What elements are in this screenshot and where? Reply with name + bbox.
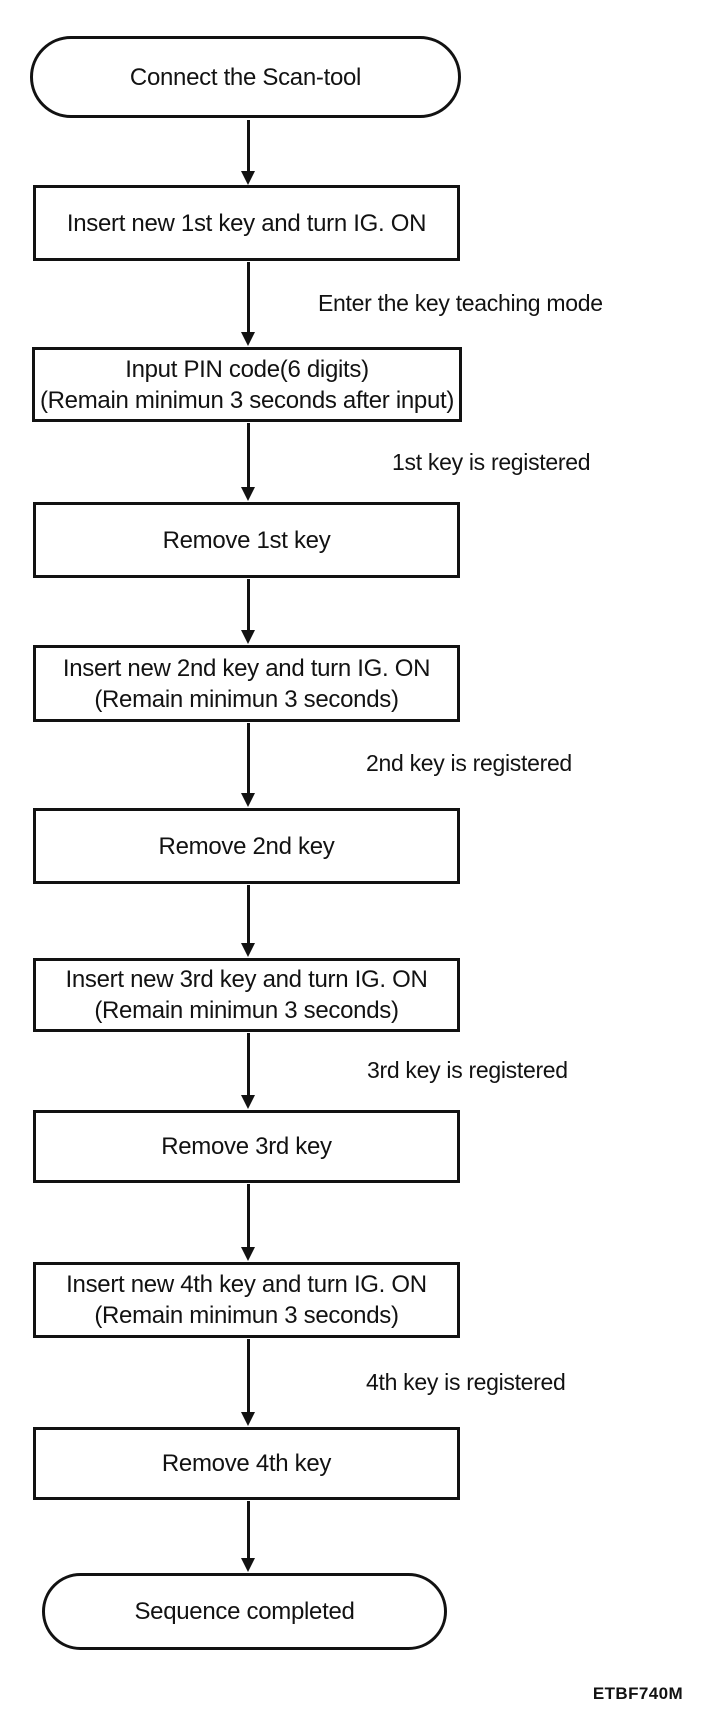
- flow-arrow: [240, 723, 257, 807]
- edge-label-4th-key-registered: 4th key is registered: [366, 1369, 566, 1395]
- arrow-head-icon: [241, 171, 255, 185]
- node-remove-3rd-key: Remove 3rd key: [33, 1110, 460, 1183]
- arrow-head-icon: [241, 487, 255, 501]
- node-insert-3rd-key: Insert new 3rd key and turn IG. ON (Rema…: [33, 958, 460, 1032]
- arrow-head-icon: [241, 1095, 255, 1109]
- node-label: Remove 2nd key: [158, 832, 335, 860]
- arrow-head-icon: [241, 630, 255, 644]
- node-insert-1st-key: Insert new 1st key and turn IG. ON: [33, 185, 460, 261]
- node-label-line1: Insert new 2nd key and turn IG. ON: [62, 654, 431, 682]
- arrow-line: [247, 1339, 250, 1414]
- arrow-head-icon: [241, 1247, 255, 1261]
- node-input-pin-code: Input PIN code(6 digits) (Remain minimun…: [32, 347, 462, 422]
- edge-label-3rd-key-registered: 3rd key is registered: [367, 1057, 568, 1083]
- node-label: Remove 1st key: [162, 526, 331, 554]
- flow-arrow: [240, 262, 257, 346]
- node-label-line2: (Remain minimun 3 seconds): [94, 685, 399, 713]
- arrow-line: [247, 1184, 250, 1249]
- node-label-line1: Insert new 3rd key and turn IG. ON: [65, 966, 428, 993]
- node-label-line1: Input PIN code(6 digits): [125, 355, 369, 383]
- arrow-line: [247, 120, 250, 173]
- arrow-head-icon: [241, 1558, 255, 1572]
- arrow-line: [247, 262, 250, 334]
- flow-arrow: [240, 885, 257, 957]
- flow-arrow: [240, 1033, 257, 1109]
- node-label-line2: (Remain minimun 3 seconds after input): [39, 386, 455, 414]
- node-label-line2: (Remain minimun 3 seconds): [94, 1302, 399, 1329]
- flow-arrow: [240, 1339, 257, 1426]
- node-insert-4th-key: Insert new 4th key and turn IG. ON (Rema…: [33, 1262, 460, 1338]
- node-remove-4th-key: Remove 4th key: [33, 1427, 460, 1500]
- node-remove-1st-key: Remove 1st key: [33, 502, 460, 578]
- node-insert-2nd-key: Insert new 2nd key and turn IG. ON (Rema…: [33, 645, 460, 722]
- node-label: Connect the Scan-tool: [129, 63, 362, 91]
- arrow-line: [247, 579, 250, 632]
- node-sequence-completed: Sequence completed: [42, 1573, 447, 1650]
- arrow-line: [247, 1501, 250, 1560]
- arrow-line: [247, 885, 250, 945]
- arrow-line: [247, 723, 250, 795]
- node-label-line2: (Remain minimun 3 seconds): [94, 997, 399, 1024]
- edge-label-1st-key-registered: 1st key is registered: [392, 449, 591, 475]
- node-label: Insert new 1st key and turn IG. ON: [66, 209, 427, 237]
- arrow-head-icon: [241, 332, 255, 346]
- edge-label-2nd-key-registered: 2nd key is registered: [366, 750, 572, 776]
- node-label: Sequence completed: [134, 1598, 355, 1625]
- arrow-line: [247, 423, 250, 489]
- node-label-line1: Insert new 4th key and turn IG. ON: [66, 1271, 427, 1298]
- arrow-head-icon: [241, 793, 255, 807]
- flow-arrow: [240, 423, 257, 501]
- arrow-head-icon: [241, 943, 255, 957]
- flow-arrow: [240, 1501, 257, 1572]
- flow-arrow: [240, 579, 257, 644]
- flow-arrow: [240, 1184, 257, 1261]
- node-remove-2nd-key: Remove 2nd key: [33, 808, 460, 884]
- node-label: Remove 4th key: [161, 1450, 332, 1477]
- node-label: Remove 3rd key: [161, 1133, 332, 1160]
- arrow-head-icon: [241, 1412, 255, 1426]
- node-connect-scan-tool: Connect the Scan-tool: [30, 36, 461, 118]
- flow-arrow: [240, 120, 257, 185]
- edge-label-teaching-mode: Enter the key teaching mode: [318, 290, 603, 316]
- arrow-line: [247, 1033, 250, 1097]
- figure-code: ETBF740M: [592, 1684, 683, 1703]
